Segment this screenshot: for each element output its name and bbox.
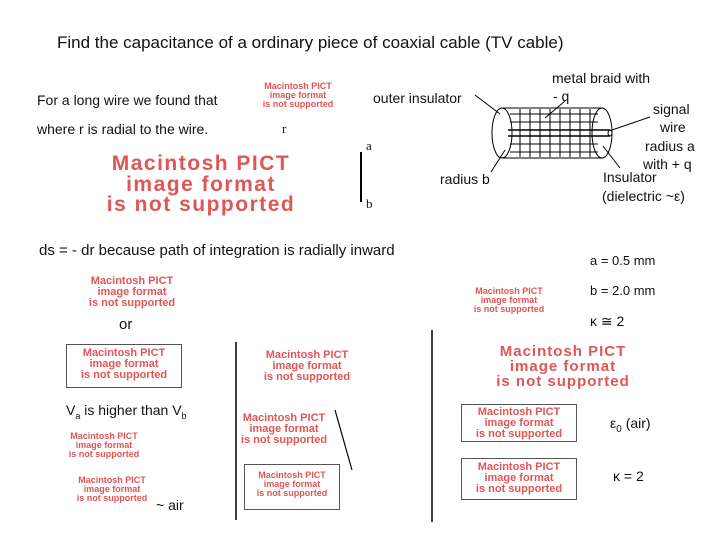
text-radial: where r is radial to the wire. (37, 121, 209, 137)
label-wire: wire (660, 119, 686, 135)
label-radius-b: radius b (440, 171, 490, 187)
value-a: a = 0.5 mm (590, 253, 656, 268)
text-or: or (119, 316, 133, 333)
text-va-higher: Va is higher than Vb (66, 402, 187, 421)
symbol-r: r (282, 121, 287, 136)
label-outer-insulator: outer insulator (373, 90, 462, 106)
symbol-b: b (366, 196, 373, 211)
value-kappa: κ = 2 (613, 468, 644, 484)
label-minus-q: - q (553, 88, 570, 104)
value-eps0-air: ε0 (air) (610, 415, 651, 435)
integral-limit-bar (360, 152, 362, 202)
label-dielectric: (dielectric ~ε) (602, 188, 685, 204)
label-metal-braid: metal braid with (552, 70, 651, 86)
label-insulator: Insulator (603, 169, 657, 185)
text-ds-explanation: ds = - dr because path of integration is… (39, 242, 395, 259)
label-plus-q: with + q (643, 156, 692, 172)
label-radius-a: radius a (645, 138, 695, 154)
value-b: b = 2.0 mm (590, 283, 656, 298)
symbol-a: a (366, 138, 372, 153)
label-signal: signal (653, 101, 690, 117)
text-air: ~ air (156, 497, 184, 513)
page-title: Find the capacitance of a ordinary piece… (57, 33, 564, 52)
text-long-wire: For a long wire we found that (37, 92, 218, 108)
value-kappa-approx: κ ≅ 2 (590, 313, 625, 329)
